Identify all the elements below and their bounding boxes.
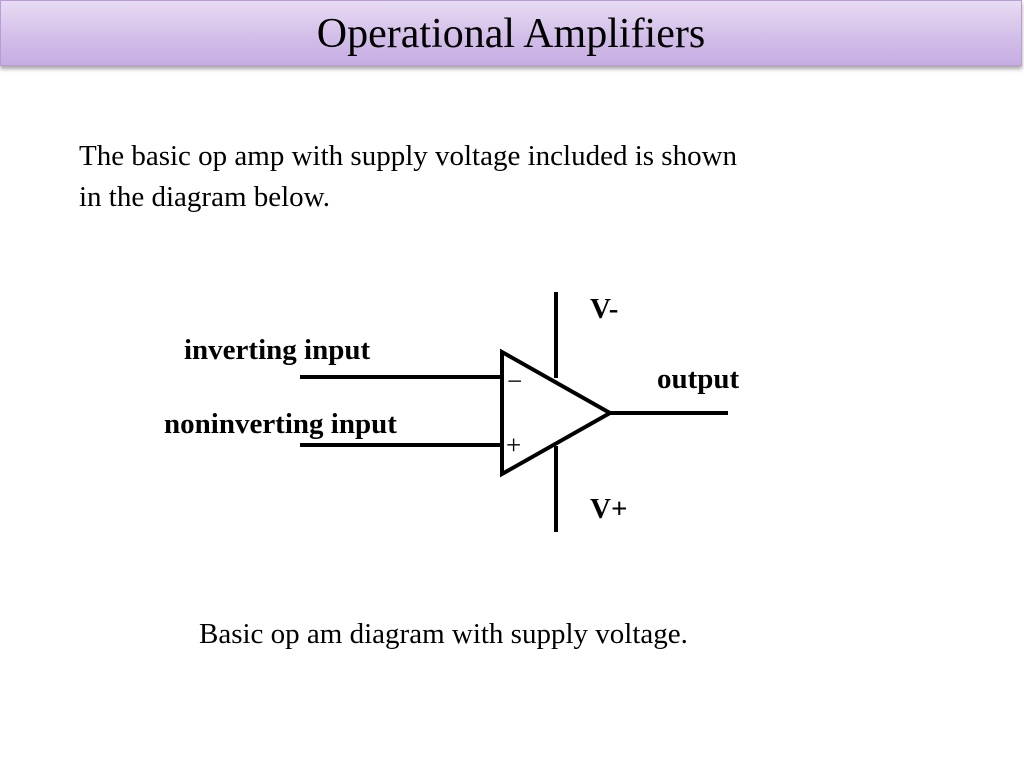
output-label: output (657, 363, 740, 395)
op-amp-triangle (500, 348, 615, 478)
slide-title: Operational Amplifiers (316, 11, 706, 57)
body-line-1: The basic op amp with supply voltage inc… (79, 140, 738, 172)
diagram-caption: Basic op am diagram with supply voltage. (199, 618, 688, 650)
v-plus-label: V+ (590, 493, 627, 525)
v-minus-label: V- (590, 293, 618, 325)
plus-sign: + (506, 430, 521, 460)
body-line-2: in the diagram below. (79, 181, 330, 213)
inverting-input-label: inverting input (184, 334, 370, 366)
body-paragraph: The basic op amp with supply voltage inc… (79, 136, 879, 218)
noninverting-input-label: noninverting input (164, 408, 397, 440)
title-bar: Operational Amplifiers (0, 0, 1022, 66)
minus-sign: − (507, 366, 522, 396)
